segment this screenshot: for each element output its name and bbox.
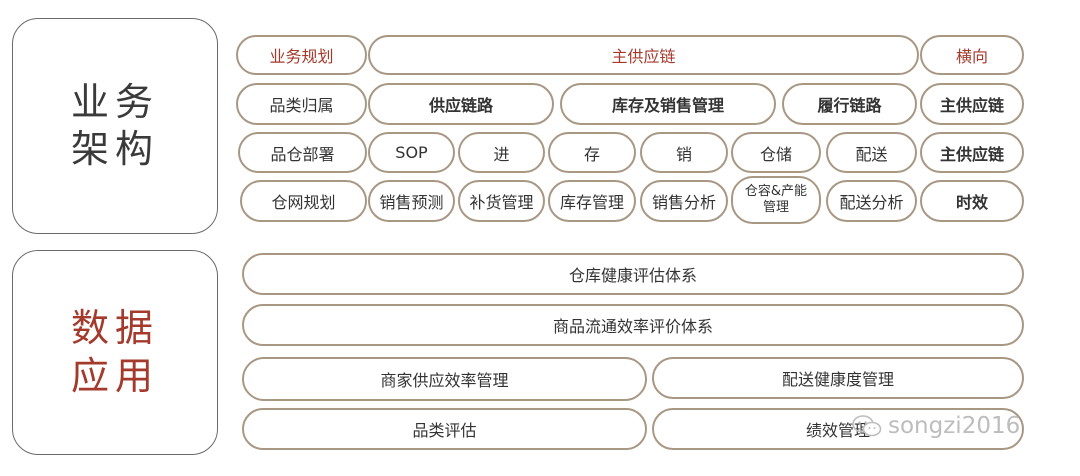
cell-timeliness: 时效 — [920, 180, 1024, 222]
cell-horizontal: 横向 — [920, 35, 1024, 75]
data-application-title-line1: 数据 — [70, 306, 159, 350]
data-application-title-line2: 应用 — [70, 353, 159, 398]
data-application-panel: 数据 应用 — [12, 250, 218, 455]
cell-sop: SOP — [368, 132, 455, 173]
app-warehouse-health-system: 仓库健康评估体系 — [242, 253, 1024, 295]
cell-stock: 存 — [548, 132, 636, 173]
cell-warehouse-deployment: 品仓部署 — [238, 132, 367, 173]
cell-main-supply-chain-r3: 主供应链 — [920, 132, 1024, 173]
business-architecture-title-line2: 架构 — [70, 127, 159, 171]
app-delivery-health-management: 配送健康度管理 — [652, 357, 1024, 399]
cell-replenishment-management: 补货管理 — [458, 180, 545, 222]
cell-capacity-management: 仓容&产能管理 — [731, 176, 821, 224]
cell-supply-link: 供应链路 — [368, 83, 554, 125]
cell-category-ownership: 品类归属 — [236, 83, 367, 125]
watermark-text: songzi2016 — [888, 413, 1021, 439]
cell-inventory-sales-management: 库存及销售管理 — [560, 83, 776, 125]
business-architecture-panel: 业务 架构 — [12, 18, 218, 234]
watermark: songzi2016 — [852, 410, 1020, 442]
cell-sales: 销 — [640, 132, 728, 173]
cell-delivery-analysis: 配送分析 — [826, 180, 917, 222]
app-category-evaluation: 品类评估 — [242, 408, 647, 450]
cell-business-planning: 业务规划 — [236, 35, 367, 75]
cell-sales-analysis: 销售分析 — [640, 180, 728, 222]
app-merchant-supply-efficiency: 商家供应效率管理 — [242, 357, 647, 401]
app-product-circulation-system: 商品流通效率评价体系 — [242, 304, 1024, 346]
cell-main-supply-chain-header: 主供应链 — [368, 35, 919, 75]
cell-in: 进 — [458, 132, 545, 173]
cell-main-supply-chain-r2: 主供应链 — [920, 83, 1024, 125]
cell-sales-forecast: 销售预测 — [368, 180, 455, 222]
business-architecture-title-line1: 业务 — [70, 79, 159, 124]
cell-inventory-management: 库存管理 — [548, 180, 636, 222]
cell-delivery: 配送 — [826, 132, 917, 173]
cell-network-planning: 仓网规划 — [240, 180, 367, 222]
cell-warehousing: 仓储 — [731, 132, 821, 173]
cell-fulfillment-link: 履行链路 — [782, 83, 917, 125]
wechat-icon — [852, 415, 882, 437]
